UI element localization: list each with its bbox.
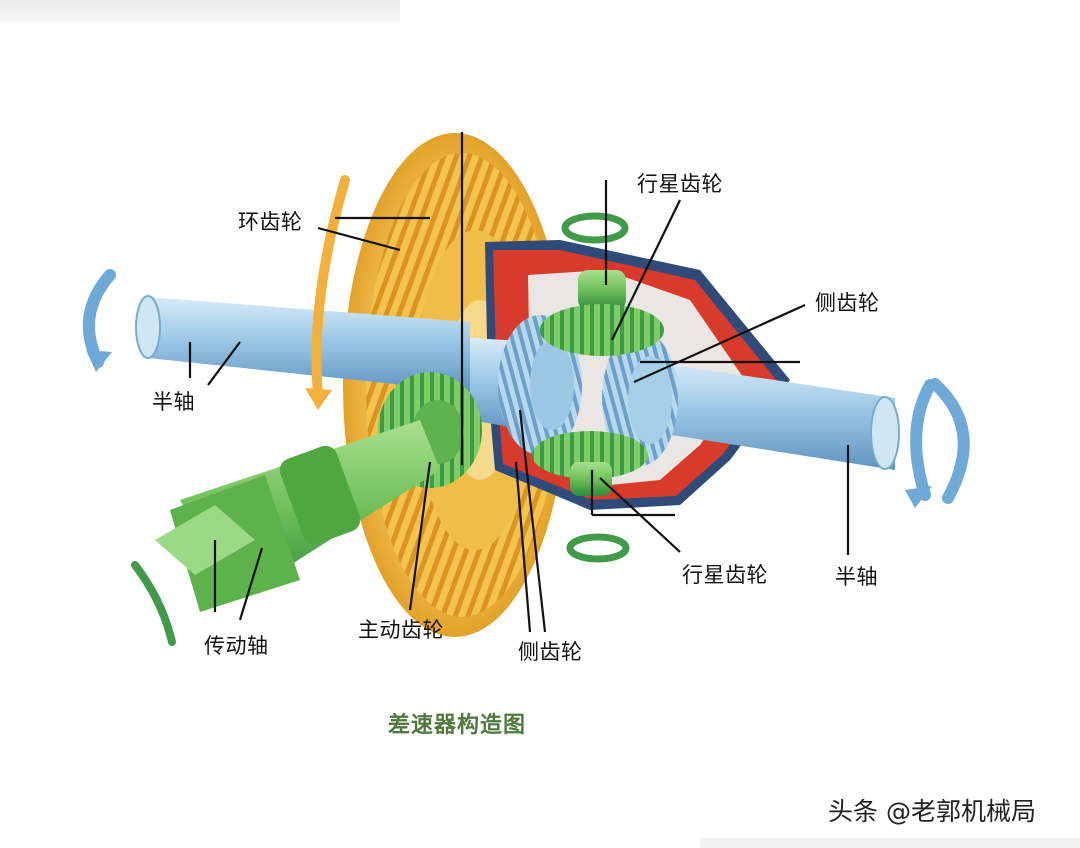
label-side-gear-bottom: 侧齿轮 bbox=[518, 640, 583, 664]
label-drive-gear: 主动齿轮 bbox=[358, 618, 444, 642]
rotation-arrow-planet-top bbox=[561, 212, 629, 244]
rotation-arrow-ring bbox=[305, 175, 350, 410]
rotation-arrow-right bbox=[905, 378, 970, 508]
side-gear-right bbox=[602, 330, 678, 466]
label-planet-gear-top: 行星齿轮 bbox=[637, 172, 723, 196]
rotation-arrow-drive bbox=[131, 561, 176, 646]
diagram-caption: 差速器构造图 bbox=[388, 713, 527, 738]
label-side-gear-right: 侧齿轮 bbox=[815, 291, 880, 315]
right-half-shaft bbox=[640, 360, 900, 470]
label-planet-gear-bottom: 行星齿轮 bbox=[682, 563, 768, 587]
rotation-arrow-left bbox=[82, 269, 116, 372]
left-half-shaft bbox=[135, 295, 470, 392]
planet-gear-top bbox=[540, 270, 664, 356]
label-half-shaft-right: 半轴 bbox=[835, 565, 878, 589]
side-gear-left bbox=[498, 315, 582, 455]
watermark: 头条 @老郭机械局 bbox=[828, 797, 1036, 826]
bottom-gray-strip bbox=[700, 838, 1080, 848]
top-gray-bar bbox=[0, 0, 400, 22]
label-drive-shaft: 传动轴 bbox=[204, 634, 269, 658]
rotation-arrow-planet-bottom bbox=[566, 533, 630, 563]
label-half-shaft-left: 半轴 bbox=[152, 390, 195, 414]
label-ring-gear: 环齿轮 bbox=[238, 210, 303, 234]
drive-shaft bbox=[155, 420, 440, 612]
leader-lines bbox=[188, 132, 850, 633]
